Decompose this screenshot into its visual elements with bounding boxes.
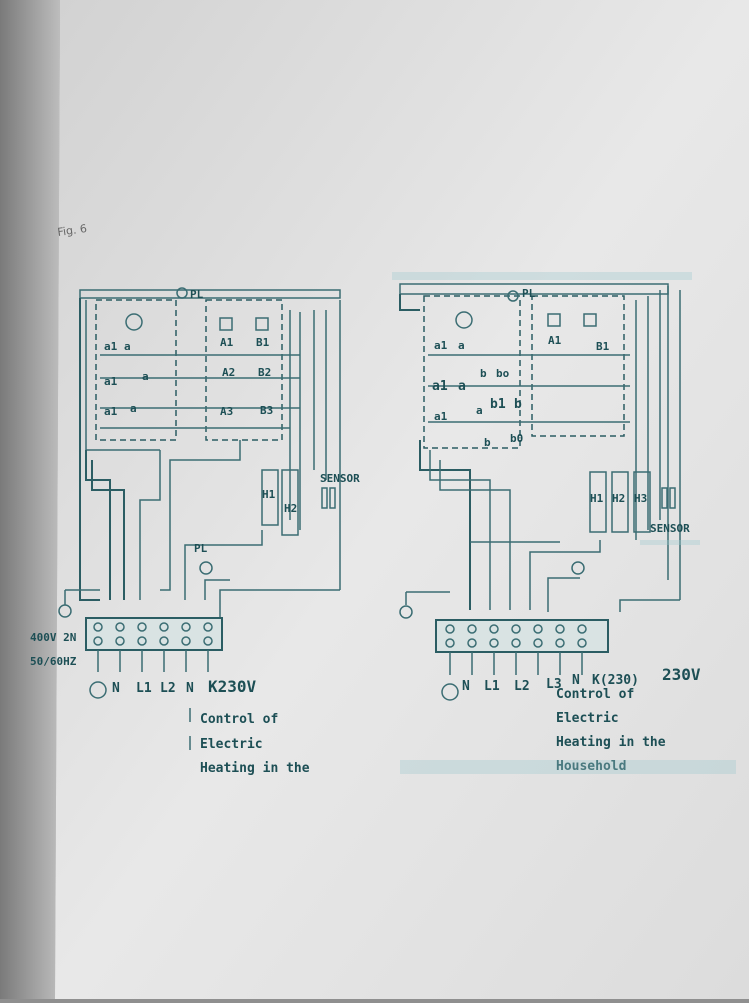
- left-terminal-n2: N: [186, 681, 194, 696]
- ground-icon: [89, 681, 107, 699]
- ground-icon: [441, 683, 459, 701]
- left-contact-a-3: a: [130, 402, 137, 415]
- left-relay-box: [205, 299, 283, 441]
- left-caption-line1: Control of: [200, 712, 278, 727]
- right-relay-b1: B1: [596, 340, 610, 353]
- terminal-screws: [445, 624, 587, 648]
- right-contact-a-1: a: [458, 339, 465, 352]
- left-caption-line3: Heating in the: [200, 761, 310, 776]
- ground-icon: [399, 605, 413, 619]
- left-terminal-l2: L2: [160, 681, 176, 696]
- right-terminal-230v: 230V: [662, 665, 701, 684]
- left-contact-a-2: a: [142, 370, 149, 383]
- right-terminal-l3: L3: [546, 677, 562, 692]
- left-relay-b2: B2: [258, 366, 271, 379]
- right-caption-line4: Household: [556, 759, 626, 774]
- left-pl-mid: PL: [194, 542, 208, 555]
- thermostat-icon: [455, 311, 473, 329]
- left-frequency: 50/60HZ: [30, 655, 77, 668]
- sensor-icon: [661, 487, 668, 509]
- right-terminal-n2: N: [572, 673, 580, 688]
- relay-coil-icon: [219, 317, 233, 331]
- right-terminal-l2: L2: [514, 679, 530, 694]
- terminal-screws: [93, 622, 213, 646]
- left-contact-a1-1: a1: [104, 340, 118, 353]
- sensor-icon: [321, 487, 328, 509]
- left-contact-a1-3: a1: [104, 405, 118, 418]
- right-terminal-k230: K(230): [592, 673, 639, 688]
- left-switch-box: [95, 299, 177, 441]
- highlight-bar: [392, 272, 692, 280]
- highlight-bar: [400, 760, 736, 774]
- right-switch-box: [423, 295, 521, 449]
- right-contact-a1-1: a1: [434, 339, 448, 352]
- left-heater-h2: H2: [284, 502, 297, 515]
- sensor-icon: [669, 487, 676, 509]
- right-caption-line2: Electric: [556, 711, 619, 726]
- left-diagram: PL a1 a a1 a a1 a A1 B1 A2 B2 A3 B3 H1 H…: [30, 287, 360, 776]
- left-contact-a-1: a: [124, 340, 131, 353]
- heater-h1-icon: [261, 469, 279, 526]
- right-contact-b1: b1: [490, 397, 506, 412]
- right-heater-h2: H2: [612, 492, 625, 505]
- heater-h1-icon: [589, 471, 607, 533]
- heater-h3-icon: [633, 471, 651, 533]
- right-contact-a1-3: a1: [434, 410, 448, 423]
- right-contact-a-2: a: [458, 379, 466, 394]
- right-contact-a1-2: a1: [432, 379, 448, 394]
- right-caption-line3: Heating in the: [556, 735, 666, 750]
- left-terminal-k230v: K230V: [208, 677, 257, 696]
- left-caption-line2: Electric: [200, 737, 263, 752]
- left-relay-b1: B1: [256, 336, 270, 349]
- paper-sheet: [55, 0, 749, 999]
- right-contact-a-3: a: [476, 404, 483, 417]
- right-diagram: PL a1 a b bo a1 a b1 b a1 a b b0 A1 B1 H…: [392, 272, 736, 774]
- left-relay-b3: B3: [260, 404, 273, 417]
- left-terminal-block: [85, 617, 223, 651]
- pilot-lamp-icon: [199, 561, 213, 575]
- left-terminal-n1: N: [112, 681, 120, 696]
- right-contact-b0: b0: [510, 432, 523, 445]
- pilot-lamp-icon: [571, 561, 585, 575]
- figure-label: Fig. 6: [57, 222, 88, 239]
- relay-coil-icon: [583, 313, 597, 327]
- heater-h2-icon: [611, 471, 629, 533]
- ground-icon: [58, 604, 72, 618]
- right-contact-b-2: b: [514, 397, 522, 412]
- left-relay-a1: A1: [220, 336, 234, 349]
- right-contact-b-3: b: [484, 436, 491, 449]
- left-sensor: SENSOR: [320, 472, 360, 485]
- right-sensor: SENSOR: [650, 522, 690, 535]
- right-pl-top: PL: [522, 287, 536, 300]
- highlight-bar: [640, 540, 700, 545]
- right-relay-box: [531, 295, 625, 437]
- left-supply: 400V 2N: [30, 631, 76, 644]
- left-heater-h1: H1: [262, 488, 276, 501]
- left-contact-a1-2: a1: [104, 375, 118, 388]
- relay-coil-icon: [547, 313, 561, 327]
- pilot-lamp-icon: [176, 287, 188, 299]
- right-terminal-l1: L1: [484, 679, 500, 694]
- right-caption-line1: Control of: [556, 687, 634, 702]
- left-relay-a3: A3: [220, 405, 233, 418]
- right-heater-h3: H3: [634, 492, 647, 505]
- heater-h2-icon: [281, 469, 299, 536]
- left-relay-a2: A2: [222, 366, 235, 379]
- right-terminal-n1: N: [462, 679, 470, 694]
- left-pl-top: PL: [190, 288, 204, 301]
- relay-coil-icon: [255, 317, 269, 331]
- right-contact-bo: bo: [496, 367, 510, 380]
- left-page-edge: [0, 0, 60, 999]
- thermostat-icon: [125, 313, 143, 331]
- sensor-icon: [329, 487, 336, 509]
- right-contact-b-1: b: [480, 367, 487, 380]
- right-heater-h1: H1: [590, 492, 604, 505]
- left-terminal-l1: L1: [136, 681, 152, 696]
- pilot-lamp-icon: [507, 290, 519, 302]
- right-relay-a1: A1: [548, 334, 562, 347]
